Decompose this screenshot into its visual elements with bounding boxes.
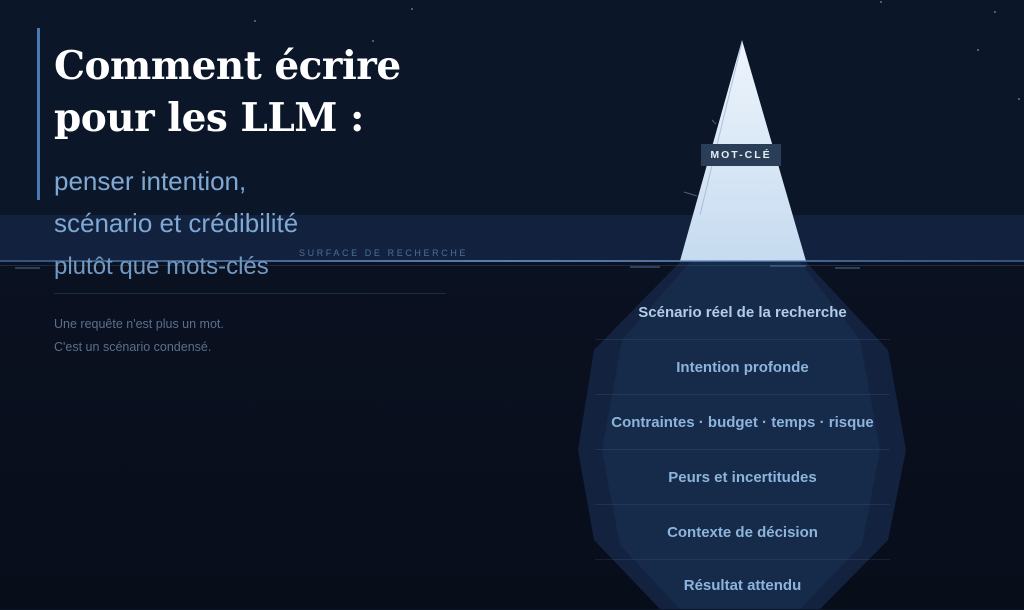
layer-label: Contraintes · budget · temps · risque bbox=[611, 414, 874, 431]
iceberg-layer: Intention profonde bbox=[585, 340, 900, 395]
page-subtitle: penser intention, scénario et crédibilit… bbox=[54, 160, 298, 288]
iceberg-layer: Scénario réel de la recherche bbox=[585, 285, 900, 340]
layer-separator bbox=[595, 504, 890, 505]
iceberg-layer: Résultat attendu bbox=[585, 560, 900, 610]
intro-line-2: C'est un scénario condensé. bbox=[54, 340, 212, 354]
surface-label: SURFACE DE RECHERCHE bbox=[299, 248, 469, 258]
iceberg-layer: Contexte de décision bbox=[585, 505, 900, 560]
subtitle-line-3: plutôt que mots-clés bbox=[54, 253, 269, 280]
subtitle-line-2: scénario et crédibilité bbox=[54, 208, 299, 238]
layer-label: Intention profonde bbox=[676, 359, 809, 376]
waterline-ripple bbox=[630, 266, 660, 268]
layer-separator bbox=[595, 559, 890, 560]
star-icon bbox=[1018, 98, 1020, 100]
layer-separator bbox=[595, 394, 890, 395]
star-icon bbox=[411, 8, 413, 10]
divider bbox=[54, 293, 446, 294]
iceberg-tip-label: MOT-CLÉ bbox=[701, 144, 781, 166]
title-accent-bar bbox=[37, 28, 40, 200]
star-icon bbox=[372, 40, 374, 42]
waterline-reflection bbox=[0, 265, 1024, 266]
subtitle-line-1: penser intention, bbox=[54, 166, 247, 196]
layer-label: Résultat attendu bbox=[683, 576, 802, 594]
waterline-ripple bbox=[15, 267, 40, 269]
iceberg-layer: Contraintes · budget · temps · risque bbox=[585, 395, 900, 450]
waterline-ripple bbox=[835, 267, 860, 269]
title-line-2: pour les LLM : bbox=[54, 95, 364, 141]
star-icon bbox=[254, 20, 256, 22]
surface-band bbox=[0, 215, 1024, 262]
title-line-1: Comment écrire bbox=[54, 43, 401, 89]
layer-separator bbox=[595, 339, 890, 340]
iceberg-layer: Peurs et incertitudes bbox=[585, 450, 900, 505]
waterline bbox=[0, 260, 1024, 262]
star-icon bbox=[977, 49, 979, 51]
star-icon bbox=[994, 11, 996, 13]
layer-label: Peurs et incertitudes bbox=[668, 469, 817, 486]
layer-label: Scénario réel de la recherche bbox=[638, 304, 847, 321]
waterline-ripple bbox=[770, 265, 806, 267]
star-icon bbox=[880, 1, 882, 3]
layer-label: Contexte de décision bbox=[667, 524, 818, 541]
intro-line-1: Une requête n'est plus un mot. bbox=[54, 317, 224, 331]
layer-separator bbox=[595, 449, 890, 450]
intro-text: Une requête n'est plus un mot. C'est un … bbox=[54, 313, 224, 359]
page-title: Comment écrire pour les LLM : bbox=[54, 40, 401, 144]
iceberg-underwater-inner bbox=[602, 262, 880, 609]
iceberg-layers: Scénario réel de la recherche Intention … bbox=[585, 285, 900, 610]
